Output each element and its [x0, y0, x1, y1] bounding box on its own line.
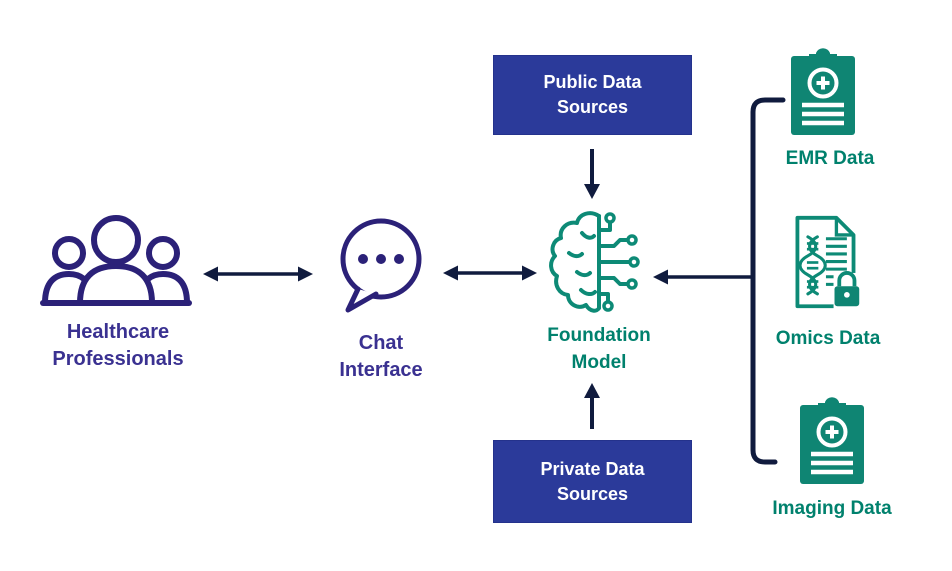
- brain-circuit-icon: [549, 211, 640, 313]
- data-sources-bracket: [750, 97, 786, 465]
- chat-bubble-icon: [340, 218, 422, 313]
- clipboard-medical-icon: [791, 48, 855, 135]
- arrow-bracket-foundation: [653, 269, 753, 285]
- private-data-sources-box: Private Data Sources: [493, 440, 692, 523]
- healthcare-professionals-label: Healthcare Professionals: [52, 321, 184, 370]
- imaging-data-label: Imaging Data: [772, 498, 892, 519]
- arrow-chat-foundation: [443, 265, 537, 281]
- arrow-healthcare-chat: [203, 266, 313, 282]
- dna-document-lock-icon: [795, 215, 864, 310]
- arrow-private-foundation: [584, 383, 600, 429]
- public-data-sources-box: Public Data Sources: [493, 55, 692, 135]
- emr-data-label: EMR Data: [785, 148, 875, 169]
- arrow-public-foundation: [584, 149, 600, 199]
- clipboard-medical-icon: [800, 397, 864, 484]
- omics-data-label: Omics Data: [775, 328, 881, 349]
- people-group-icon: [40, 215, 192, 306]
- foundation-model-label: Foundation Model: [547, 325, 651, 373]
- chat-interface-label: Chat Interface: [339, 332, 423, 381]
